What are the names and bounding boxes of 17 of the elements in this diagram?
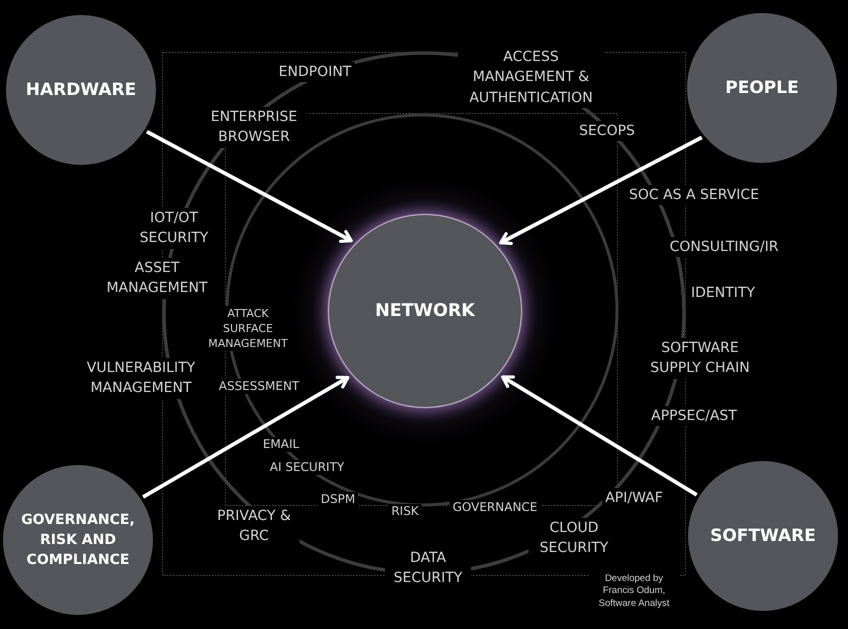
node-label: HARDWARE (26, 79, 136, 101)
node-label: SOFTWARE (710, 525, 816, 547)
network-circle (329, 215, 521, 407)
segment-label: ASSESSMENT (216, 378, 302, 394)
arrow (499, 136, 703, 246)
node-label: PEOPLE (725, 77, 799, 99)
segment-label: RISK (388, 504, 422, 518)
segment-label: GOVERNANCE (450, 500, 540, 514)
node-label: NETWORK (375, 300, 475, 322)
credit-text: Developed by Francis Odum, Software Analyst (589, 572, 679, 610)
segment-label: AI SECURITY (266, 460, 348, 474)
segment-label: APPSEC/AST (648, 406, 740, 426)
arrow (501, 375, 698, 497)
segment-label: DSPM (318, 492, 358, 506)
arrow (142, 376, 350, 499)
node-label: GOVERNANCE, RISK AND COMPLIANCE (20, 511, 136, 570)
arrow (146, 130, 353, 243)
